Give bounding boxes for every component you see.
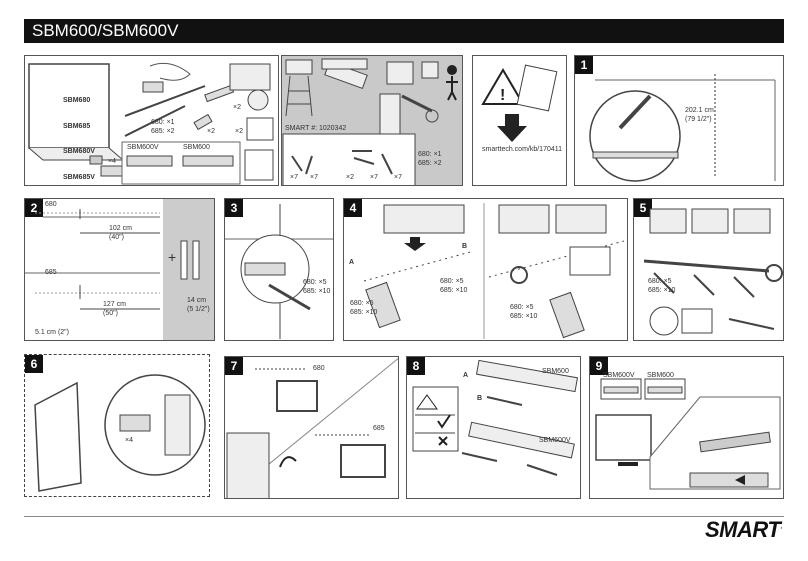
step-9-illustration	[595, 378, 781, 490]
model-685: 685	[373, 425, 385, 432]
plus-sign: +	[168, 249, 177, 265]
model-685: 685	[45, 269, 57, 276]
model-sbm685: SBM685	[63, 122, 91, 130]
qty-x7-c: ×7	[370, 174, 378, 181]
label-sbm600: SBM600	[647, 372, 674, 379]
step-7-panel: 7 680 685	[224, 356, 399, 499]
step-9-panel: 9 SBM600V SBM600	[589, 356, 784, 499]
tools-panel: SMART #: 1020342 ×7 ×7 ×2 ×7 ×7 680: ×1 …	[281, 55, 463, 186]
step-2-number: 2	[25, 199, 43, 217]
dimension-102: 102 cm (40")	[109, 225, 132, 241]
logo-text: SMART	[705, 517, 781, 542]
contents-panel: SBM680 SBM685 SBM680V SBM685V ×4 680: ×1…	[24, 55, 279, 186]
qty-x2-b: ×2	[207, 128, 215, 135]
model-680: 680	[313, 365, 325, 372]
model-sbm685v: SBM685V	[63, 173, 95, 181]
qty-x2-c: ×2	[235, 128, 243, 135]
step-3-illustration	[225, 204, 333, 339]
label-sbm600: SBM600	[542, 368, 569, 375]
step-8-number: 8	[407, 357, 425, 375]
part-number: SMART #: 1020342	[285, 125, 347, 132]
qty-x4: ×4	[108, 158, 116, 165]
qty-screws: 680: ×5 685: ×10	[648, 278, 676, 294]
label-sbm600: SBM600	[183, 144, 210, 151]
label-sbm600v: SBM600V	[127, 144, 159, 151]
tools-illustration	[282, 58, 458, 185]
qty-x2: ×2	[346, 174, 354, 181]
label-b: B	[477, 395, 483, 402]
step-9-number: 9	[590, 357, 608, 375]
step-8-illustration	[412, 359, 579, 476]
step-7-number: 7	[225, 357, 243, 375]
label-sbm600v: SBM600V	[603, 372, 635, 379]
label-sbm600v: SBM600V	[539, 437, 571, 444]
step-1-number: 1	[575, 56, 593, 74]
dimension-127: 127 cm (50")	[103, 301, 126, 317]
qty-pen-tray: 680: ×1 685: ×2	[151, 119, 175, 135]
label-a: A	[349, 259, 355, 266]
label-a: A	[463, 372, 469, 379]
step-6-number: 6	[25, 355, 43, 373]
label-b: B	[462, 243, 468, 250]
height-dimension: 202.1 cm (79 1/2")	[685, 107, 714, 123]
step-2-panel: 2 680 102 cm (40") 685 127 cm (50") 5.1 …	[24, 198, 215, 341]
qty-step4-b: 680: ×5 685: ×10	[440, 278, 468, 294]
smart-logo: SMART.	[705, 517, 783, 542]
step-6-illustration	[34, 374, 206, 492]
model-680: 680	[45, 201, 57, 208]
model-sbm680: SBM680	[63, 97, 91, 104]
warning-illustration: !	[481, 64, 558, 142]
step-5-panel: 5 680: ×5 685: ×10	[633, 198, 784, 341]
svg-text:!: !	[500, 87, 505, 104]
qty-x7-b: ×7	[310, 174, 318, 181]
step-8-panel: 8 SBM600 SBM600V A B	[406, 356, 581, 499]
contents-illustration	[28, 62, 274, 185]
step-2-illustration	[25, 199, 214, 340]
qty-step4-c: 680: ×5 685: ×10	[510, 304, 538, 320]
step-1-panel: 1 202.1 cm (79 1/2")	[574, 55, 784, 186]
qty-step4-a: 680: ×5 685: ×10	[350, 300, 378, 316]
step-3-number: 3	[225, 199, 243, 217]
step-4-number: 4	[344, 199, 362, 217]
step-1-illustration	[589, 74, 776, 182]
step-3-panel: 3 680: ×5 685: ×10	[224, 198, 334, 341]
step-7-illustration	[226, 357, 398, 498]
model-list: SBM680 SBM685 SBM680V SBM685V	[63, 80, 95, 185]
qty-x7-a: ×7	[290, 174, 298, 181]
page-title: SBM600/SBM600V	[24, 19, 784, 43]
qty-anchors: 680: ×5 685: ×10	[303, 279, 331, 295]
step-4-panel: 4 A B 680: ×5 685: ×10 680: ×5 685: ×10 …	[343, 198, 628, 341]
kb-link[interactable]: smarttech.com/kb/170411	[482, 146, 563, 153]
qty-x7-d: ×7	[394, 174, 402, 181]
step-4-illustration	[363, 203, 625, 339]
qty-x2: ×2	[233, 104, 241, 111]
warning-panel: ! smarttech.com/kb/170411	[472, 55, 567, 186]
step-6-panel: 6 ×4	[24, 354, 210, 497]
dimension-5-1: 5.1 cm (2")	[35, 329, 69, 336]
step-5-number: 5	[634, 199, 652, 217]
qty-x4: ×4	[125, 437, 133, 444]
model-sbm680v: SBM680V	[63, 148, 95, 155]
step-5-illustration	[643, 208, 783, 336]
footer-divider	[24, 516, 784, 517]
qty-tools: 680: ×1 685: ×2	[418, 151, 442, 167]
dimension-14: 14 cm (5 1/2")	[187, 297, 210, 313]
